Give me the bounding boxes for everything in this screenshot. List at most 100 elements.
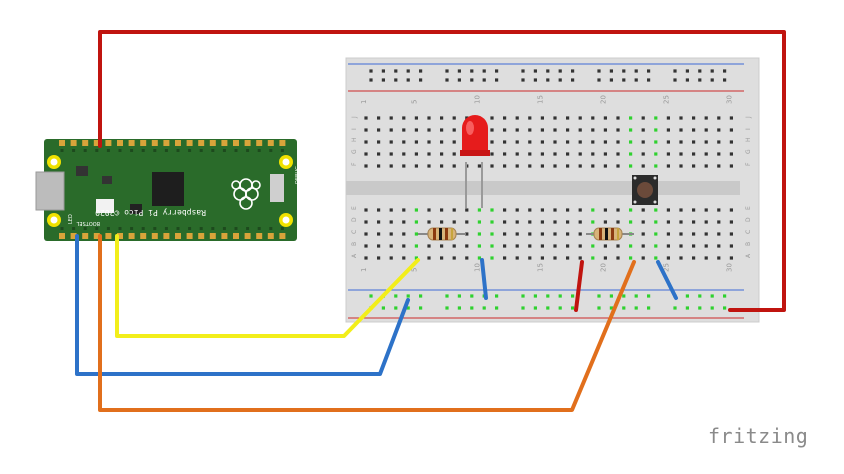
pico-pad [176,149,180,152]
breadboard-hole [704,220,708,224]
yellow-wire-signal [115,234,420,338]
row-letter: B [745,242,752,246]
breadboard-hole [394,69,398,73]
breadboard-hole [389,128,393,132]
breadboard-hole [553,244,557,248]
pico-pad [269,149,273,152]
breadboard-hole [402,128,406,132]
breadboard-hole [490,220,494,224]
pico-pin [105,140,112,146]
blue-jumper-button [656,260,678,300]
breadboard-hole [528,164,532,168]
breadboard-hole [427,164,431,168]
breadboard-hole [666,140,670,144]
breadboard-hole [578,128,582,132]
pico-pad [72,149,76,152]
row-letter: E [351,206,358,210]
breadboard-hole [654,128,658,132]
breadboard-hole [477,220,481,224]
breadboard-hole [571,306,575,310]
pico-pad [188,149,192,152]
breadboard-hole [647,306,651,310]
breadboard-hole [634,69,638,73]
breadboard-hole [389,232,393,236]
breadboard-hole [452,152,456,156]
breadboard-hole [515,128,519,132]
breadboard-hole [406,69,410,73]
breadboard-hole [729,244,733,248]
breadboard-hole [490,256,494,260]
breadboard-hole [679,116,683,120]
breadboard-hole [558,306,562,310]
breadboard-hole [698,69,702,73]
breadboard-hole [666,208,670,212]
breadboard-hole [528,152,532,156]
breadboard-hole [414,232,418,236]
breadboard-hole [445,78,449,82]
pico-pad [153,149,157,152]
column-number: 5 [410,268,418,272]
breadboard-hole [723,78,727,82]
breadboard-hole [666,128,670,132]
breadboard-hole [566,140,570,144]
breadboard-hole [717,152,721,156]
breadboard-hole [566,164,570,168]
pico-pin [279,140,286,146]
breadboard-hole [641,128,645,132]
breadboard-hole [622,78,626,82]
breadboard-hole [381,69,385,73]
breadboard-hole [603,256,607,260]
breadboard-hole [571,78,575,82]
pico-pad [246,149,250,152]
breadboard-hole [540,116,544,120]
breadboard-hole [364,256,368,260]
column-number: 10 [473,95,481,104]
breadboard-hole [364,128,368,132]
breadboard-hole [616,220,620,224]
breadboard-hole [389,208,393,212]
row-letter: B [351,242,358,246]
breadboard-hole [609,78,613,82]
breadboard-hole [414,116,418,120]
breadboard-hole [603,140,607,144]
pico-pin [82,233,89,239]
pico-pad [257,149,261,152]
breadboard-hole [654,116,658,120]
breadboard-hole [692,232,696,236]
breadboard-hole [673,78,677,82]
breadboard-hole [558,294,562,298]
breadboard-hole [622,69,626,73]
breadboard-hole [729,220,733,224]
breadboard-hole [578,208,582,212]
breadboard-hole [666,220,670,224]
breadboard-hole [452,164,456,168]
breadboard-hole [692,140,696,144]
usb-connector [35,171,65,211]
breadboard-hole [654,208,658,212]
breadboard-hole [440,164,444,168]
breadboard-hole [445,69,449,73]
breadboard-hole [704,116,708,120]
breadboard-hole [729,152,733,156]
pico-pin [163,233,170,239]
breadboard-hole [528,208,532,212]
breadboard-hole [616,140,620,144]
breadboard-hole [654,232,658,236]
breadboard-hole [533,69,537,73]
breadboard-hole [704,140,708,144]
breadboard-hole [402,116,406,120]
breadboard-hole [414,208,418,212]
column-number: 20 [599,95,607,104]
breadboard-hole [692,116,696,120]
breadboard-hole [427,140,431,144]
breadboard-hole [515,164,519,168]
breadboard-hole [515,208,519,212]
breadboard-hole [364,244,368,248]
breadboard-hole [634,78,638,82]
breadboard-hole [402,152,406,156]
breadboard-hole [402,220,406,224]
pico-pin [59,140,65,146]
breadboard-hole [389,244,393,248]
